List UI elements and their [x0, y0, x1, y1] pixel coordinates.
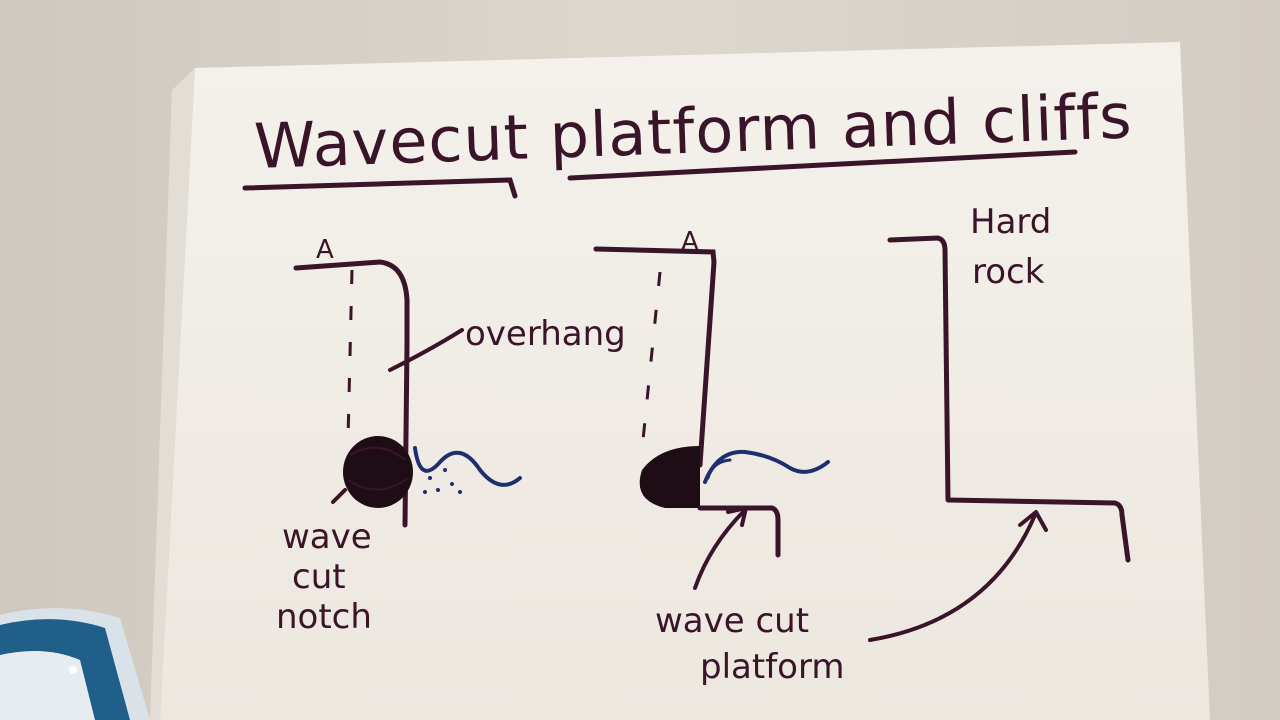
label-overhang: overhang: [465, 314, 626, 354]
label-wave-cut-notch-line3: notch: [276, 597, 372, 637]
label-wave-cut-notch-line2: cut: [292, 557, 346, 597]
label-wave-cut-notch-line1: wave: [282, 517, 372, 557]
label-a-mid: A: [681, 227, 699, 257]
label-hard-rock-line2: rock: [972, 252, 1045, 292]
label-hard-rock-line1: Hard: [970, 202, 1051, 242]
label-a-left: A: [316, 235, 334, 265]
label-wave-cut-platform-line1: wave cut: [655, 601, 809, 641]
label-wave-cut-platform-line2: platform: [700, 647, 844, 687]
